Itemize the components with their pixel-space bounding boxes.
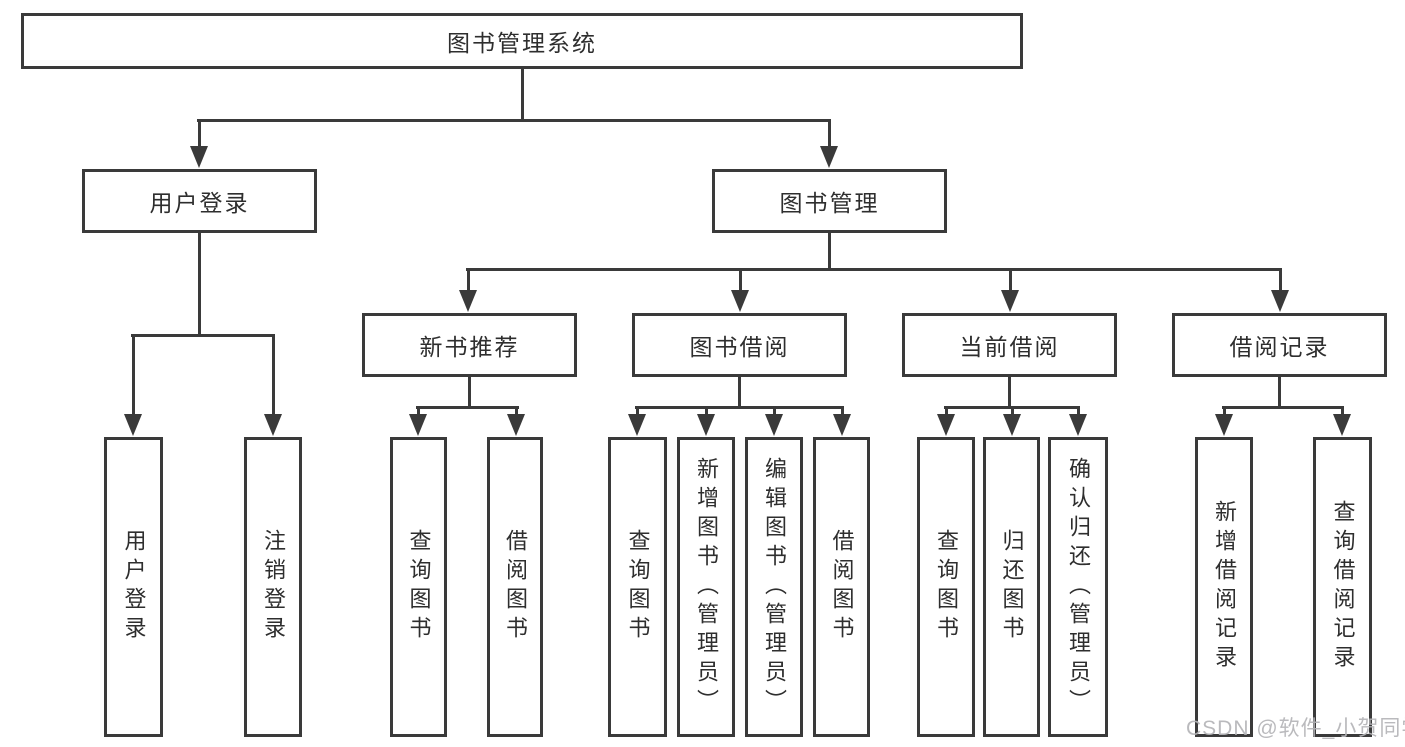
connector-drop-current: [1009, 268, 1012, 294]
connector-login-stem: [198, 231, 201, 337]
arrowhead-down-icon: [459, 290, 477, 312]
arrowhead-down-icon: [765, 414, 783, 436]
connector-drop-leaf: [417, 406, 420, 418]
connector-drop-leaf: [636, 406, 639, 418]
leaf-query-borrow-record: 查询借阅记录: [1313, 437, 1372, 737]
leaf-label: 确认归还（管理员）: [1066, 456, 1091, 718]
leaf-label: 新增图书（管理员）: [694, 456, 719, 718]
connector-records-rail: [1222, 406, 1344, 409]
node-book-borrowing: 图书借阅: [632, 313, 847, 377]
arrowhead-down-icon: [1003, 414, 1021, 436]
arrowhead-down-icon: [1333, 414, 1351, 436]
connector-login-rail: [131, 334, 275, 337]
connector-drop-leaf: [132, 334, 135, 418]
arrowhead-down-icon: [1001, 290, 1019, 312]
node-label: 当前借阅: [959, 334, 1060, 360]
node-label: 新书推荐: [419, 334, 520, 360]
connector-drop-leaf: [272, 334, 275, 418]
connector-drop-book-mgmt: [828, 119, 831, 149]
node-library-management-system: 图书管理系统: [21, 13, 1023, 69]
leaf-label: 查询图书: [406, 529, 432, 645]
leaf-label: 注销登录: [261, 529, 286, 645]
connector-drop-leaf: [1341, 406, 1344, 418]
arrowhead-down-icon: [697, 414, 715, 436]
leaf-return-book: 归还图书: [983, 437, 1040, 737]
connector-drop-leaf: [945, 406, 948, 418]
connector-drop-leaf: [773, 406, 776, 418]
node-label: 借阅记录: [1229, 334, 1330, 360]
connector-drop-leaf: [515, 406, 518, 418]
connector-mgmt-stem: [828, 231, 831, 271]
node-label: 图书管理: [779, 190, 880, 216]
arrowhead-down-icon: [628, 414, 646, 436]
arrowhead-down-icon: [507, 414, 525, 436]
leaf-label: 借阅图书: [503, 529, 528, 645]
connector-level3-rail: [466, 268, 1282, 271]
connector-drop-leaf: [841, 406, 844, 418]
leaf-confirm-return-admin: 确认归还（管理员）: [1048, 437, 1108, 737]
arrowhead-down-icon: [124, 414, 142, 436]
leaf-label: 查询图书: [934, 529, 959, 645]
connector-recommend-rail: [416, 406, 519, 409]
leaf-label: 查询图书: [625, 529, 651, 645]
connector-borrow-rail: [635, 406, 844, 409]
leaf-query-books-borrow: 查询图书: [608, 437, 667, 737]
connector-drop-leaf: [1077, 406, 1080, 418]
leaf-label: 归还图书: [999, 529, 1025, 645]
leaf-label: 用户登录: [121, 529, 147, 645]
connector-drop-leaf: [705, 406, 708, 418]
leaf-label: 编辑图书（管理员）: [762, 456, 787, 718]
node-current-borrowing: 当前借阅: [902, 313, 1117, 377]
connector-drop-records: [1279, 268, 1282, 294]
leaf-user-login: 用户登录: [104, 437, 163, 737]
leaf-borrow-books-recommend: 借阅图书: [487, 437, 543, 737]
connector-borrow-stem: [738, 375, 741, 408]
leaf-label: 新增借阅记录: [1212, 500, 1237, 674]
arrowhead-down-icon: [731, 290, 749, 312]
arrowhead-down-icon: [1271, 290, 1289, 312]
arrowhead-down-icon: [409, 414, 427, 436]
leaf-label: 查询借阅记录: [1330, 500, 1356, 674]
connector-root-stem: [521, 67, 524, 121]
node-borrowing-records: 借阅记录: [1172, 313, 1387, 377]
node-new-book-recommend: 新书推荐: [362, 313, 577, 377]
arrowhead-down-icon: [1069, 414, 1087, 436]
connector-drop-user-login: [198, 119, 201, 149]
leaf-query-books-recommend: 查询图书: [390, 437, 447, 737]
csdn-watermark: CSDN @软件_小贺同学: [1186, 717, 1405, 740]
connector-drop-borrow: [739, 268, 742, 294]
leaf-add-book-admin: 新增图书（管理员）: [677, 437, 735, 737]
arrowhead-down-icon: [264, 414, 282, 436]
connector-recommend-stem: [468, 375, 471, 408]
arrowhead-down-icon: [190, 146, 208, 168]
arrowhead-down-icon: [937, 414, 955, 436]
node-book-management-group: 图书管理: [712, 169, 947, 233]
connector-drop-leaf: [1223, 406, 1226, 418]
connector-current-stem: [1008, 375, 1011, 408]
node-label: 用户登录: [149, 190, 250, 216]
leaf-borrow-books: 借阅图书: [813, 437, 870, 737]
connector-drop-leaf: [1011, 406, 1014, 418]
leaf-logout: 注销登录: [244, 437, 302, 737]
leaf-label: 借阅图书: [829, 529, 855, 645]
leaf-add-borrow-record: 新增借阅记录: [1195, 437, 1253, 737]
arrowhead-down-icon: [833, 414, 851, 436]
leaf-query-books-current: 查询图书: [917, 437, 975, 737]
connector-drop-recommend: [467, 268, 470, 294]
node-label: 图书管理系统: [447, 30, 597, 56]
arrowhead-down-icon: [820, 146, 838, 168]
node-label: 图书借阅: [689, 334, 790, 360]
leaf-edit-book-admin: 编辑图书（管理员）: [745, 437, 803, 737]
connector-records-stem: [1278, 375, 1281, 408]
node-user-login-group: 用户登录: [82, 169, 317, 233]
arrowhead-down-icon: [1215, 414, 1233, 436]
connector-level2-rail: [197, 119, 831, 122]
